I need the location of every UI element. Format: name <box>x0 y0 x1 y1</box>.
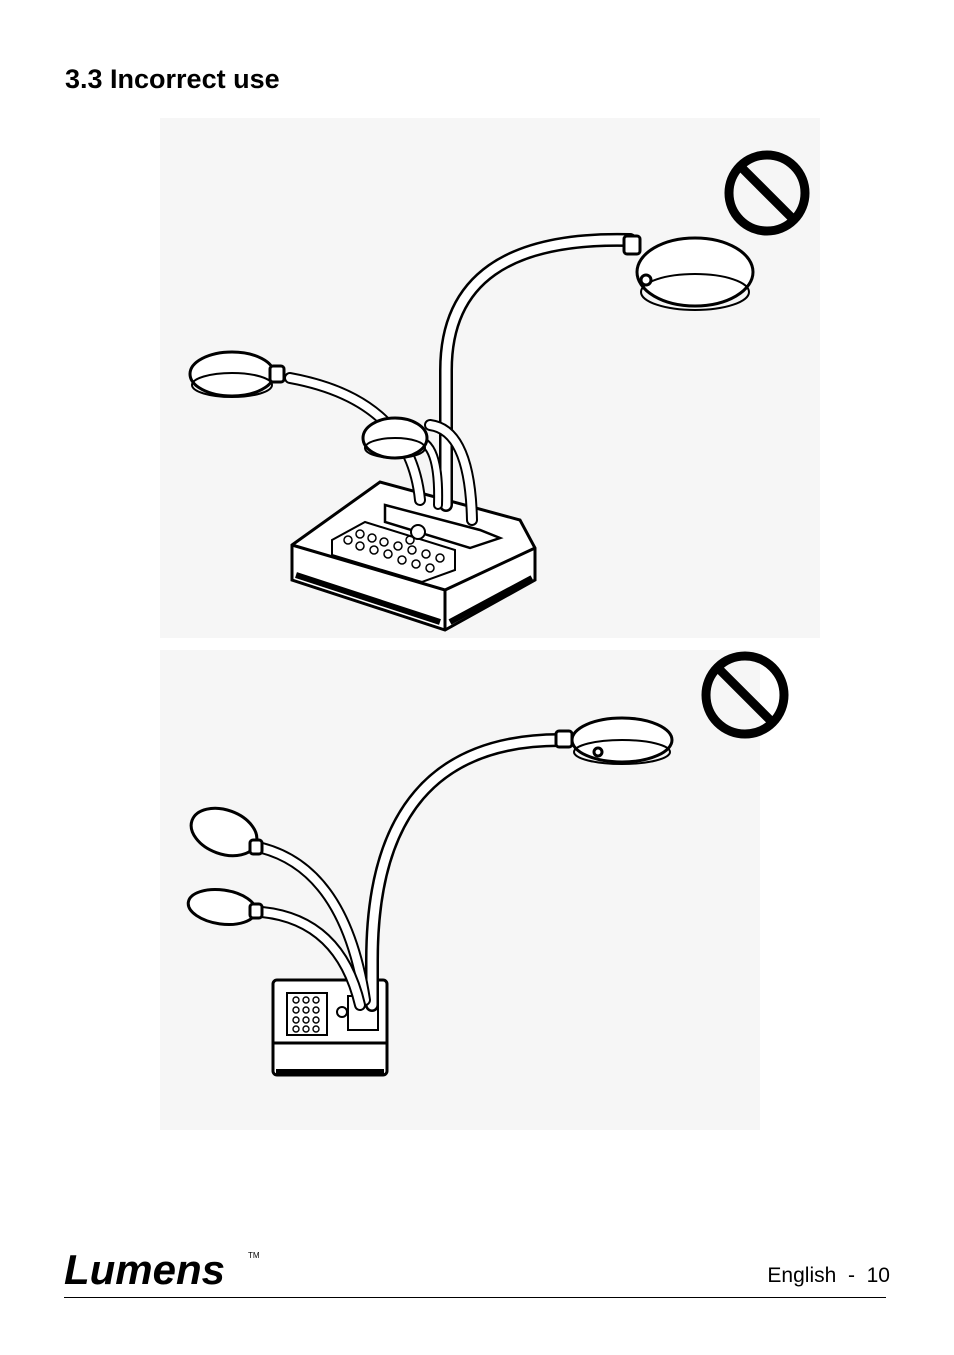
lumens-logo: Lumens TM <box>62 1244 262 1294</box>
footer-divider <box>64 1297 886 1298</box>
page-number: English - 10 <box>767 1264 890 1288</box>
trademark-mark: TM <box>248 1251 260 1260</box>
logo-text: Lumens <box>64 1246 225 1293</box>
